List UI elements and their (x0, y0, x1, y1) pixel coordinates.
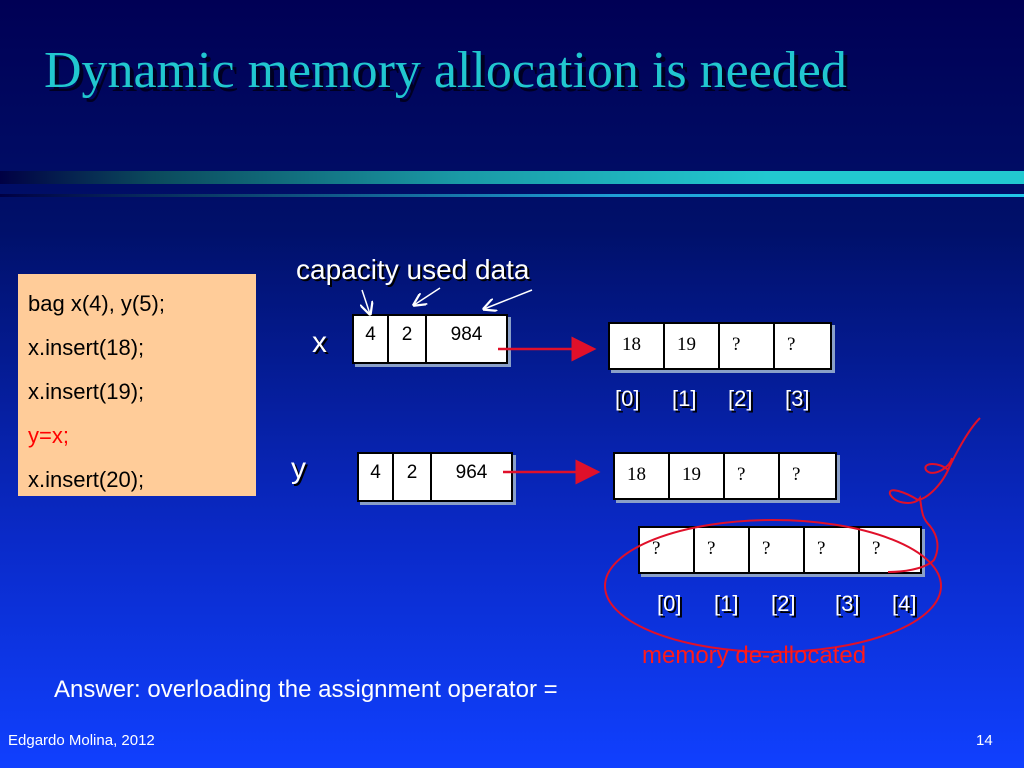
used-pointer-arrow (414, 287, 441, 305)
footer-author: Edgardo Molina, 2012 (8, 732, 155, 749)
variable-y-label: y (291, 452, 306, 485)
x-data-pointer-cell: 984 (427, 316, 506, 362)
capacity-pointer-arrow (362, 289, 370, 314)
y-capacity-cell: 4 (359, 454, 394, 500)
array-cell: 18 (610, 324, 665, 368)
y-data-array: 18 19 ? ? (613, 452, 837, 500)
field-header-labels: capacity used data (296, 254, 530, 285)
array-cell: ? (750, 528, 805, 572)
array-index: [2] (728, 386, 753, 411)
array-cell: ? (720, 324, 775, 368)
title-bar (0, 171, 1024, 184)
code-line: x.insert(20); (28, 467, 145, 492)
code-box: bag x(4), y(5); x.insert(18); x.insert(1… (18, 274, 256, 496)
x-data-array: 18 19 ? ? (608, 322, 832, 370)
array-index: [3] (835, 591, 860, 616)
slide-title: Dynamic memory allocation is needed (44, 42, 847, 99)
x-capacity-cell: 4 (354, 316, 389, 362)
old-array-indices: [0] [1] [2] [3] [4] (657, 591, 932, 617)
code-line: x.insert(19); (28, 379, 145, 404)
array-cell: ? (805, 528, 860, 572)
x-object-fields: 4 2 984 (352, 314, 508, 364)
array-cell: ? (872, 538, 881, 559)
array-index: [1] (672, 386, 697, 411)
array-index: [4] (892, 591, 917, 616)
y-used-cell: 2 (394, 454, 432, 500)
x-used-cell: 2 (389, 316, 427, 362)
data-pointer-arrow (484, 289, 533, 309)
code-line: bag x(4), y(5); (28, 291, 165, 316)
y-object-fields: 4 2 964 (357, 452, 513, 502)
array-cell: 18 (615, 454, 670, 498)
title-underline (0, 194, 1024, 197)
array-index: [3] (785, 386, 810, 411)
code-line: x.insert(18); (28, 335, 145, 360)
array-cell: ? (787, 334, 796, 355)
array-index: [2] (771, 591, 796, 616)
array-index: [0] (657, 591, 682, 616)
array-cell: 19 (670, 454, 725, 498)
array-cell: ? (640, 528, 695, 572)
answer-text: Answer: overloading the assignment opera… (54, 676, 558, 703)
y-data-pointer-cell: 964 (432, 454, 511, 500)
dealloc-note: memory de-allocated (642, 642, 867, 669)
array-index: [1] (714, 591, 739, 616)
array-index: [0] (615, 386, 640, 411)
variable-x-label: x (312, 326, 327, 359)
page-number: 14 (976, 732, 993, 749)
x-array-indices: [0] [1] [2] [3] (615, 386, 825, 412)
old-y-data-array: ? ? ? ? ? (638, 526, 922, 574)
array-cell: 19 (665, 324, 720, 368)
code-line-highlighted: y=x; (28, 423, 69, 448)
array-cell: ? (725, 454, 780, 498)
array-cell: ? (695, 528, 750, 572)
array-cell: ? (792, 464, 801, 485)
